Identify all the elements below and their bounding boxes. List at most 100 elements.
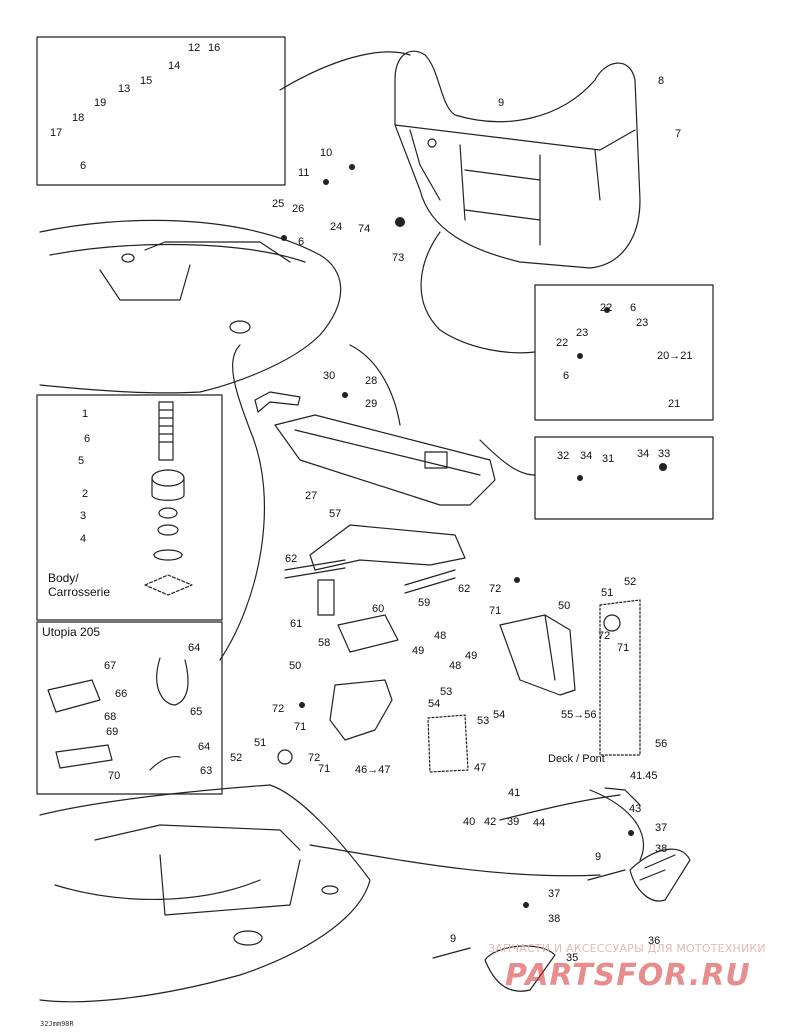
caption-body-fr: Carrosserie (48, 585, 111, 599)
callout-c22a: 22 (600, 302, 613, 314)
callout-c56: 56 (655, 738, 668, 750)
callout-c10: 10 (320, 147, 333, 159)
callout-c72a: 72 (489, 583, 502, 595)
callout-c47: 47 (474, 762, 487, 774)
callout-c22b: 22 (556, 337, 569, 349)
callout-c40: 40 (463, 816, 476, 828)
side-panel-46 (329, 679, 393, 741)
callout-c23a: 23 (636, 317, 649, 329)
callout-c38a: 38 (655, 843, 668, 855)
callout-c19: 19 (94, 97, 107, 109)
callout-c52a: 52 (624, 576, 637, 588)
callout-c6a: 6 (80, 160, 87, 172)
leader-curve (279, 51, 411, 91)
callout-c54b: 54 (493, 709, 506, 721)
callout-c18: 18 (72, 112, 85, 124)
callout-c54a: 54 (428, 698, 441, 710)
callout-c51a: 51 (601, 587, 614, 599)
callout-c6b: 6 (298, 236, 305, 248)
callout-c58: 58 (318, 637, 331, 649)
caption-deck: Deck / Pont (548, 753, 605, 765)
watermark-brand: PARTSFOR.RU (505, 958, 751, 993)
leader-curve (479, 439, 536, 476)
reference-code: 32Jmm98R (40, 1020, 74, 1028)
callout-c30: 30 (323, 370, 336, 382)
callout-c72b: 72 (598, 630, 611, 642)
callout-c37a: 37 (655, 822, 668, 834)
callout-c21: 21 (668, 398, 681, 410)
upper-hull (39, 219, 342, 394)
callout-c27: 27 (305, 490, 318, 502)
callout-c61: 61 (290, 618, 303, 630)
callout-c60: 60 (372, 603, 385, 615)
callout-c59: 59 (418, 597, 431, 609)
lower-hull (39, 784, 371, 1003)
seat-backrest (394, 50, 641, 269)
callout-c67: 67 (104, 660, 117, 672)
callout-c69: 69 (106, 726, 119, 738)
tail-light-35 (484, 945, 556, 992)
callout-c4145: 41.45 (630, 770, 658, 782)
leader-curve (309, 844, 601, 877)
callout-c6e: 6 (84, 433, 91, 445)
callout-c13: 13 (118, 83, 131, 95)
callout-c35: 35 (566, 952, 579, 964)
tail-light-36 (629, 848, 691, 902)
callout-c53a: 53 (440, 686, 453, 698)
callout-c64a: 64 (188, 642, 201, 654)
callout-c74: 74 (358, 223, 371, 235)
inset-frame-utopia (36, 621, 223, 795)
watermark-subtitle: ЗАПЧАСТИ И АКСЕССУАРЫ ДЛЯ МОТОТЕХНИКИ (488, 942, 766, 955)
callout-c9a: 9 (498, 97, 505, 109)
callout-c31: 31 (602, 453, 615, 465)
callout-c9c: 9 (450, 933, 457, 945)
callout-c53b: 53 (477, 715, 490, 727)
callout-c49b: 49 (465, 650, 478, 662)
utopia-block (47, 679, 101, 713)
callout-c20: 20→21 (657, 350, 693, 362)
callout-c16: 16 (208, 42, 221, 54)
callout-c37b: 37 (548, 888, 561, 900)
storage-tray (274, 414, 496, 506)
callout-c39: 39 (507, 816, 520, 828)
callout-c6c: 6 (630, 302, 637, 314)
callout-c6d: 6 (563, 370, 570, 382)
side-panel-50 (499, 614, 576, 696)
callout-c68: 68 (104, 711, 117, 723)
callout-c5: 5 (78, 455, 85, 467)
deck-cable (499, 794, 621, 821)
rubber-mount (151, 469, 185, 487)
callout-c43: 43 (629, 803, 642, 815)
callout-c17: 17 (50, 127, 63, 139)
leader-curve (420, 231, 536, 354)
mount-stud (158, 401, 174, 461)
callout-c44: 44 (533, 817, 546, 829)
callout-c57: 57 (329, 508, 342, 520)
callout-c24: 24 (330, 221, 343, 233)
callout-c14: 14 (168, 60, 181, 72)
callout-c29: 29 (365, 398, 378, 410)
callout-c65: 65 (190, 706, 203, 718)
deflector-57 (309, 524, 466, 571)
callout-c42: 42 (484, 816, 497, 828)
callout-c38b: 38 (548, 913, 561, 925)
callout-c73: 73 (392, 252, 405, 264)
callout-c25: 25 (272, 198, 285, 210)
callout-c11: 11 (298, 167, 310, 179)
leader-curve (349, 344, 401, 426)
callout-c51b: 51 (254, 737, 267, 749)
callout-c70: 70 (108, 770, 121, 782)
callout-c4: 4 (80, 533, 87, 545)
callout-c48a: 48 (434, 630, 447, 642)
callout-c50b: 50 (289, 660, 302, 672)
callout-c63: 63 (200, 765, 213, 777)
callout-c12: 12 (188, 42, 201, 54)
callout-c7: 7 (675, 128, 682, 140)
callout-c26: 26 (292, 203, 305, 215)
callout-c8: 8 (658, 75, 665, 87)
callout-c71d: 71 (318, 763, 331, 775)
callout-c41a: 41 (508, 787, 521, 799)
callout-c52b: 52 (230, 752, 243, 764)
callout-c36: 36 (648, 935, 661, 947)
callout-c62b: 62 (458, 583, 471, 595)
